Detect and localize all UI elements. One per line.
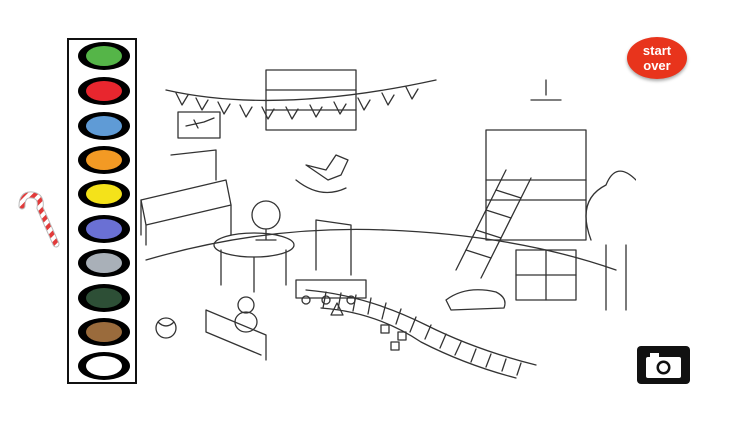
swatch-fill bbox=[86, 219, 122, 239]
camera-icon bbox=[646, 353, 681, 378]
color-swatch-white[interactable] bbox=[78, 352, 130, 380]
swatch-fill bbox=[86, 46, 122, 66]
candy-cane-icon[interactable] bbox=[14, 190, 62, 250]
coloring-page-drawing[interactable] bbox=[136, 60, 636, 380]
swatch-fill bbox=[86, 322, 122, 342]
color-swatch-brown[interactable] bbox=[78, 318, 130, 346]
swatch-fill bbox=[86, 288, 122, 308]
swatch-fill bbox=[86, 81, 122, 101]
color-swatch-light-blue[interactable] bbox=[78, 112, 130, 140]
color-swatch-red[interactable] bbox=[78, 77, 130, 105]
start-over-button[interactable]: start over bbox=[627, 37, 687, 79]
color-palette bbox=[67, 38, 137, 384]
color-swatch-yellow[interactable] bbox=[78, 180, 130, 208]
color-swatch-orange[interactable] bbox=[78, 146, 130, 174]
start-over-label: start over bbox=[642, 43, 672, 73]
swatch-fill bbox=[86, 116, 122, 136]
color-swatch-dark-green[interactable] bbox=[78, 284, 130, 312]
color-swatch-periwinkle[interactable] bbox=[78, 215, 130, 243]
swatch-fill bbox=[86, 356, 122, 376]
camera-button[interactable] bbox=[637, 346, 690, 384]
color-swatch-gray[interactable] bbox=[78, 249, 130, 277]
swatch-fill bbox=[86, 184, 122, 204]
swatch-fill bbox=[86, 150, 122, 170]
color-swatch-green[interactable] bbox=[78, 42, 130, 70]
swatch-fill bbox=[86, 253, 122, 273]
